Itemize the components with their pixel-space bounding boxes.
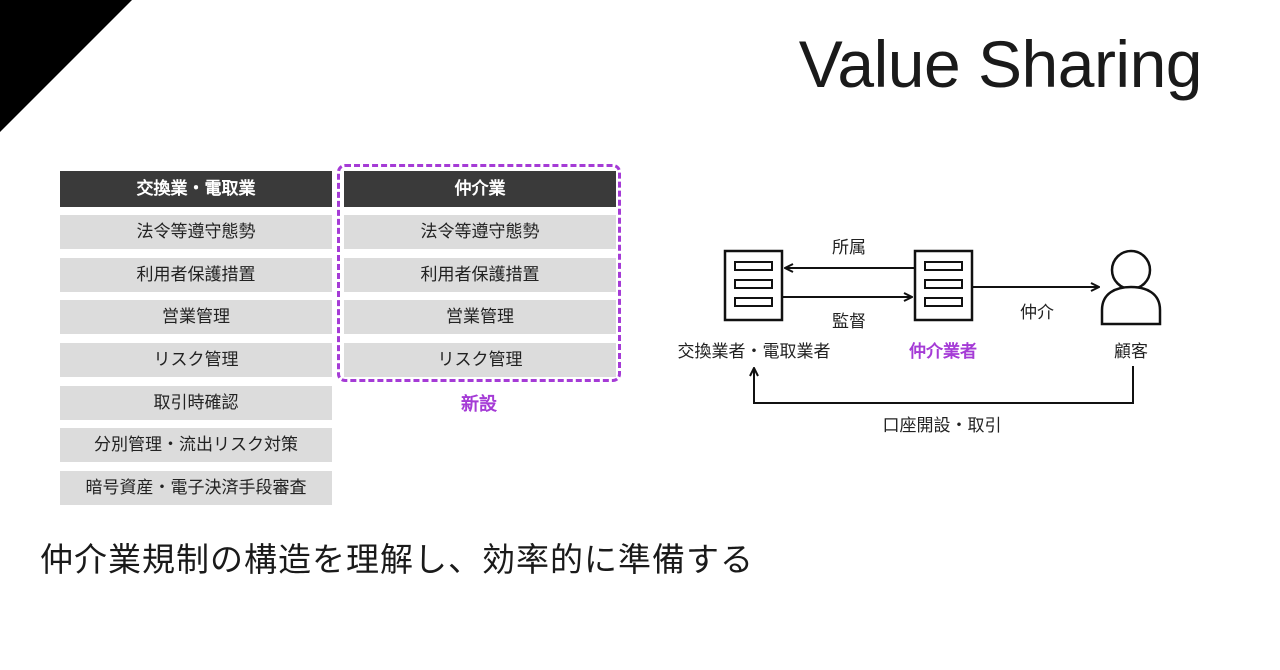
exchange-label: 交換業者・電取業者	[678, 342, 831, 362]
supervision-label: 監督	[832, 312, 866, 332]
customer-label: 顧客	[1114, 342, 1148, 362]
new-section-label: 新設	[461, 394, 497, 415]
left-item: 利用者保護措置	[60, 257, 332, 292]
left-item: 取引時確認	[60, 385, 332, 420]
broker-label: 仲介業者	[909, 341, 977, 362]
new-section-highlight	[337, 164, 621, 382]
right-item: 法令等遵守態勢	[344, 215, 616, 249]
broker-server-icon	[913, 249, 974, 322]
intermediation-label: 仲介	[1020, 303, 1054, 323]
brand-title: Value Sharing	[798, 27, 1203, 101]
right-column-header: 仲介業	[344, 171, 616, 207]
exchange-server-icon	[723, 249, 784, 322]
left-item: 営業管理	[60, 300, 332, 335]
account-trade-arrow	[754, 366, 1134, 404]
account-trade-label: 口座開設・取引	[883, 416, 1002, 436]
left-column: 交換業・電取業 法令等遵守態勢 利用者保護措置 営業管理 リスク管理 取引時確認…	[60, 171, 332, 514]
affiliation-label: 所属	[832, 238, 866, 258]
customer-person-icon	[1100, 249, 1162, 326]
left-item: 法令等遵守態勢	[60, 215, 332, 249]
left-column-header: 交換業・電取業	[60, 171, 332, 207]
right-column: 仲介業 法令等遵守態勢 利用者保護措置 営業管理 リスク管理	[344, 171, 616, 386]
right-item: 営業管理	[344, 300, 616, 335]
right-item: 利用者保護措置	[344, 257, 616, 292]
corner-decoration	[0, 0, 132, 132]
left-item: リスク管理	[60, 343, 332, 378]
right-item: リスク管理	[344, 343, 616, 378]
left-item: 暗号資産・電子決済手段審査	[60, 471, 332, 506]
left-item: 分別管理・流出リスク対策	[60, 428, 332, 463]
slide-subtitle: 仲介業規制の構造を理解し、効率的に準備する	[40, 540, 754, 579]
